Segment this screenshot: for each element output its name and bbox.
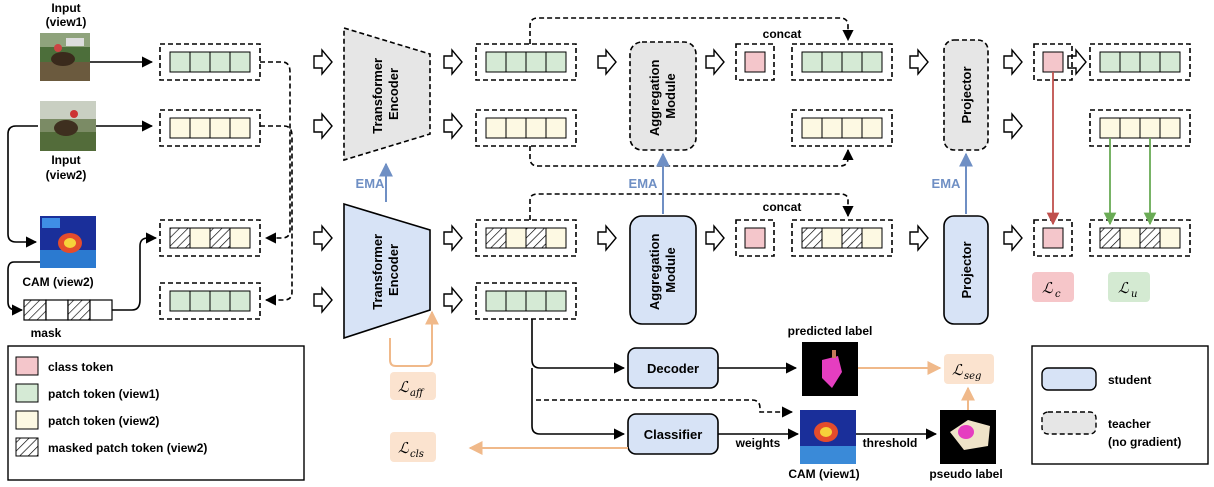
input-view2-label: Input(view2): [46, 153, 87, 182]
input-view2-image: [40, 101, 96, 151]
ema-label-encoder: EMA: [356, 176, 386, 191]
loss-u: ℒ u: [1108, 272, 1150, 302]
teacher-concat-tokens-view2: [791, 109, 893, 147]
teacher-transformer-encoder: Transformer Encoder: [343, 26, 431, 162]
teacher-concat-label: concat: [763, 27, 802, 41]
student-output-tokens: [1089, 219, 1191, 257]
threshold-label: threshold: [863, 436, 918, 450]
arrow-to-classifier: [531, 368, 626, 440]
student-transformer-encoder: Transformer Encoder: [343, 202, 431, 340]
teacher-concat-top: [529, 17, 854, 44]
legend-label-patch-view2: patch token (view2): [48, 414, 159, 428]
teacher-tokens-view2: [475, 109, 577, 147]
legend-label-teacher: teacher: [1108, 417, 1151, 431]
teacher-concat-bottom: [529, 146, 854, 167]
weights-label: weights: [735, 436, 781, 450]
svg-text:Classifier: Classifier: [644, 427, 703, 442]
legend-swatch-patch-view2: [15, 410, 39, 430]
svg-text:Transformer Encoder: Transformer Encoder: [370, 54, 401, 134]
legend-label-class-token: class token: [48, 360, 113, 374]
teacher-tokens-view1: [475, 43, 577, 81]
svg-text:u: u: [1131, 289, 1137, 300]
student-class-token: [735, 219, 775, 257]
token-group-view2: [159, 109, 261, 147]
loss-seg: ℒ seg: [944, 354, 994, 384]
legend-swatch-patch-view1: [15, 383, 39, 403]
loss-aff: ℒ aff: [390, 372, 436, 400]
arrow-view2-to-cam: [7, 125, 38, 248]
teacher-output-tokens-view2: [1089, 109, 1191, 147]
svg-text:ℒ: ℒ: [952, 361, 964, 379]
input-view1-image: [40, 33, 90, 81]
dashed-swap-bottom: [260, 125, 293, 306]
token-group-view1-student: [159, 282, 261, 320]
predicted-label-title: predicted label: [788, 324, 873, 338]
pseudo-label-image: [940, 410, 996, 464]
arrow-to-decoder: [531, 319, 626, 374]
aff-loss-arrow: [389, 310, 439, 367]
token-group-view1: [159, 43, 261, 81]
legend-left: class token patch token (view1) patch to…: [7, 345, 305, 481]
teacher-projector: Projector: [943, 39, 989, 151]
legend-swatch-student: [1041, 367, 1097, 391]
svg-text:Aggregation Module: Aggregation Module: [647, 230, 678, 310]
loss-cls: ℒ cls: [390, 432, 436, 462]
legend-swatch-masked: [15, 437, 39, 457]
svg-text:ℒ: ℒ: [398, 378, 410, 396]
svg-text:seg: seg: [964, 371, 981, 382]
student-projector: Projector: [943, 215, 989, 325]
cam-view2-label: CAM (view2): [22, 275, 93, 289]
predicted-label-image: [802, 342, 858, 396]
loss-c: ℒ c: [1032, 272, 1074, 302]
legend-right: student teacher (no gradient): [1031, 345, 1209, 465]
mask-label: mask: [31, 326, 62, 340]
pseudo-label-title: pseudo label: [929, 467, 1002, 481]
legend-label-patch-view1: patch token (view1): [48, 387, 159, 401]
svg-text:c: c: [1055, 289, 1061, 300]
dashed-to-cam-view1: [536, 399, 794, 418]
svg-text:Decoder: Decoder: [647, 361, 699, 376]
cam-view2-image: [40, 216, 96, 268]
ema-label-aggregation: EMA: [629, 176, 659, 191]
teacher-output-tokens-view1: [1089, 43, 1191, 81]
student-tokens-view1: [475, 282, 577, 320]
legend-label-masked: masked patch token (view2): [48, 441, 207, 455]
cam-view1-image: [800, 410, 856, 464]
classifier: Classifier: [627, 413, 719, 455]
dashed-swap-top: [260, 61, 291, 244]
svg-text:ℒ: ℒ: [1118, 279, 1130, 297]
svg-text:Aggregation Module: Aggregation Module: [647, 56, 678, 136]
teacher-concat-tokens-view1: [791, 43, 893, 81]
legend-label-teacher-note: (no gradient): [1108, 435, 1181, 449]
legend-label-student: student: [1108, 373, 1151, 387]
svg-text:Projector: Projector: [959, 241, 974, 298]
svg-text:aff: aff: [410, 388, 425, 399]
student-output-class-token: [1033, 219, 1073, 257]
teacher-class-token: [735, 43, 775, 81]
legend-swatch-class-token: [15, 356, 39, 376]
svg-text:Transformer Encoder: Transformer Encoder: [370, 230, 401, 310]
decoder: Decoder: [627, 347, 719, 389]
hollow-arrows: [313, 48, 1087, 314]
svg-text:cls: cls: [410, 449, 424, 460]
student-aggregation-module: Aggregation Module: [629, 215, 697, 325]
student-tokens-masked: [475, 219, 577, 257]
student-concat-tokens: [791, 219, 893, 257]
svg-text:Projector: Projector: [959, 66, 974, 123]
student-concat-label: concat: [763, 200, 802, 214]
ema-label-projector: EMA: [932, 176, 962, 191]
mask-tokens: [23, 299, 113, 321]
svg-text:ℒ: ℒ: [398, 439, 410, 457]
token-group-masked-view2: [159, 219, 261, 257]
arrow-cam-to-mask: [7, 261, 40, 316]
cam-view1-label: CAM (view1): [788, 467, 859, 481]
legend-swatch-teacher: [1041, 411, 1097, 435]
svg-text:ℒ: ℒ: [1042, 279, 1054, 297]
input-view1-label: Input(view1): [46, 1, 87, 29]
teacher-aggregation-module: Aggregation Module: [629, 41, 697, 151]
arrow-mask-to-masked-tokens: [112, 232, 158, 311]
